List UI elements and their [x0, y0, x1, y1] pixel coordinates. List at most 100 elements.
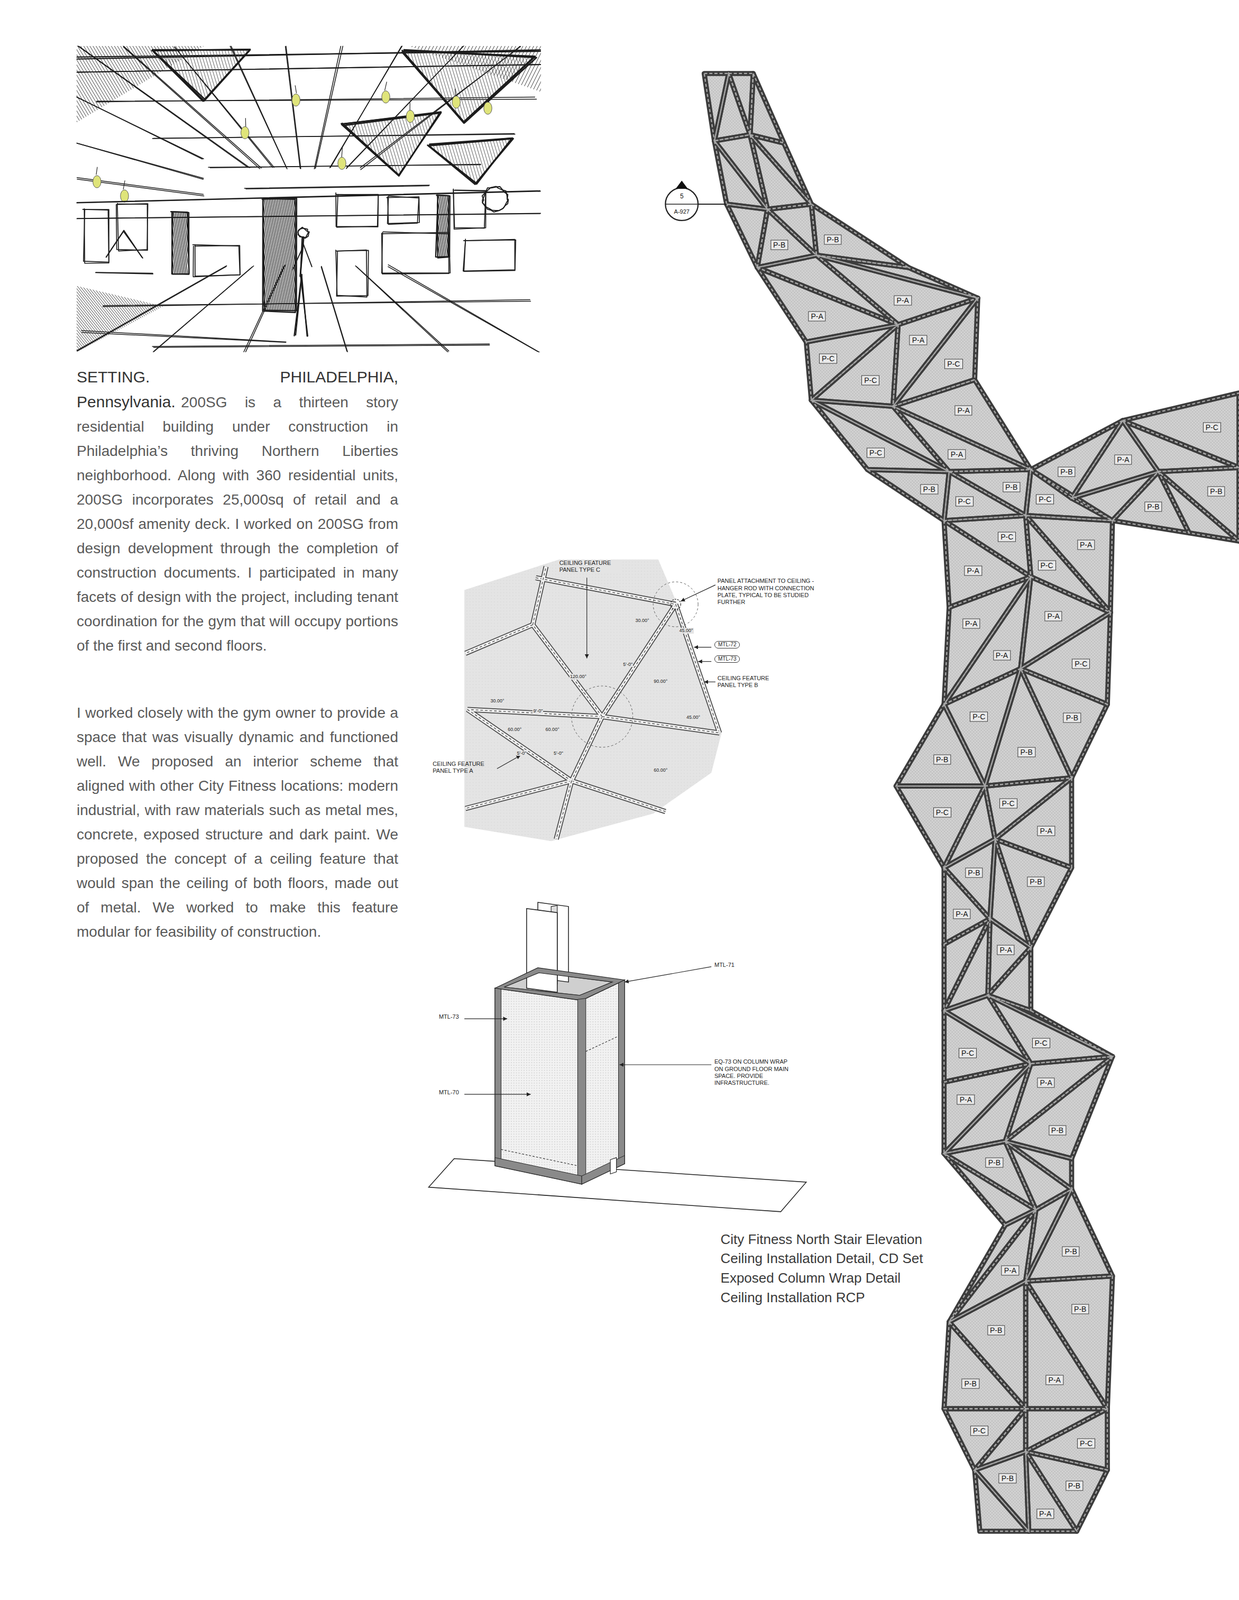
hatching: [241, 198, 334, 311]
hatch-line: [480, 50, 503, 123]
panel-frame: [943, 1408, 1026, 1470]
hatch-line: [376, 50, 399, 123]
hatch-line: [249, 46, 296, 123]
hatch-line: [184, 285, 237, 352]
hatch-line: [201, 212, 211, 274]
panel-frame-band-inner: [465, 780, 572, 809]
hatch-line: [443, 138, 457, 184]
hatch-line: [404, 50, 426, 123]
angle-arc: [571, 685, 633, 748]
panel-frame-center: [704, 73, 729, 141]
hatch-line: [240, 46, 287, 123]
panel-tag: P-C: [1038, 560, 1057, 571]
hatch-line: [508, 50, 530, 123]
hatch-line: [458, 196, 468, 258]
panel-frame-band: [465, 780, 572, 809]
panel-tag: P-B: [920, 483, 939, 494]
panel-frame: [1005, 1141, 1072, 1210]
panel-tag: P-B: [1207, 486, 1225, 497]
panel-frame-band: [602, 604, 676, 717]
hatch-line: [462, 50, 484, 123]
hatch-line: [514, 46, 538, 93]
hatch-line: [261, 49, 277, 100]
panel-frame-center: [943, 838, 995, 919]
ceiling-detail: [464, 559, 722, 842]
hatch-line: [501, 138, 516, 184]
hatch-line: [120, 285, 174, 352]
dimension-label: 60.00°: [653, 767, 668, 774]
hatch-line: [489, 46, 512, 93]
sketch-stroke: [262, 198, 296, 312]
panel-tag: P-B: [1017, 746, 1036, 757]
panel-frame-center: [893, 406, 1032, 472]
hatch-line: [166, 285, 220, 352]
hatch-line: [148, 49, 164, 100]
hatch-line: [520, 50, 541, 123]
hatch-line: [172, 49, 188, 100]
panel-frame-center: [893, 298, 978, 407]
panel-frame: [943, 668, 1021, 786]
panel-tag: P-A: [808, 311, 826, 322]
pendant-light: [93, 175, 102, 188]
sketch-stroke: [428, 138, 514, 183]
panel-frame-center: [995, 777, 1072, 868]
panel-frame-center: [943, 520, 1031, 608]
hatch-line: [218, 49, 234, 100]
sketch-stroke: [336, 194, 379, 228]
hatch-line: [531, 46, 541, 93]
panel-frame-band-inner: [602, 604, 676, 717]
panel-tag: P-B: [770, 239, 788, 250]
sketch-stroke: [76, 46, 249, 168]
panel-frame-band-center: [602, 716, 720, 733]
hatch-line: [455, 196, 465, 258]
hatch-line: [161, 285, 215, 352]
hatch-line: [427, 196, 437, 258]
pendant-light: [381, 90, 390, 104]
angle-arc: [653, 581, 699, 627]
column-wrap-detail: [428, 902, 807, 1212]
section-divider: [665, 203, 699, 205]
hatch-line: [173, 285, 227, 352]
panel-frame-center: [816, 254, 978, 325]
hatch-line: [191, 285, 245, 352]
hatch-line: [517, 138, 531, 184]
ceiling-panel: [867, 469, 949, 521]
hatch-line: [410, 50, 433, 123]
panel-frame-band: [532, 624, 602, 717]
sketch-stroke: [170, 211, 189, 274]
sketch-stroke: [152, 49, 251, 102]
dimension-label: 30.00°: [634, 617, 650, 624]
pendant-light: [406, 109, 415, 123]
dimension-label: 45.00°: [685, 714, 701, 721]
dimension-label: 5'-0": [516, 750, 528, 757]
hatch-line: [308, 198, 326, 311]
panel-frame: [816, 254, 978, 325]
hatch-line: [233, 49, 250, 100]
panel-frame-center: [974, 1451, 1029, 1531]
annotation-note: CEILING FEATURE PANEL TYPE B: [717, 674, 780, 689]
hatch-line: [107, 285, 161, 352]
sketch-stroke: [122, 46, 262, 169]
panel-frame-band: [465, 624, 533, 654]
panel-tag: P-A: [952, 909, 971, 920]
panel-frame-band-center: [532, 624, 602, 717]
panel-frame-band: [556, 780, 572, 839]
panel-frame-band: [571, 780, 666, 812]
panel-frame: [949, 1209, 1036, 1322]
hatch-line: [267, 49, 283, 100]
wrap-base-frame: [581, 1155, 625, 1185]
panel-tag: P-C: [970, 1425, 989, 1436]
panel-frame-band-center: [535, 577, 676, 604]
sketch-stroke: [82, 208, 109, 264]
hatch-line: [112, 285, 166, 352]
panel-tag: P-C: [861, 375, 880, 386]
hatch-line: [311, 198, 329, 311]
hatch-line: [194, 212, 204, 274]
hatch-line: [254, 49, 271, 100]
hatch-line: [538, 50, 541, 123]
panel-tag: P-A: [957, 1094, 975, 1105]
hatch-line: [94, 285, 148, 352]
hatch-line: [189, 285, 243, 352]
panel-frame: [987, 995, 1113, 1064]
